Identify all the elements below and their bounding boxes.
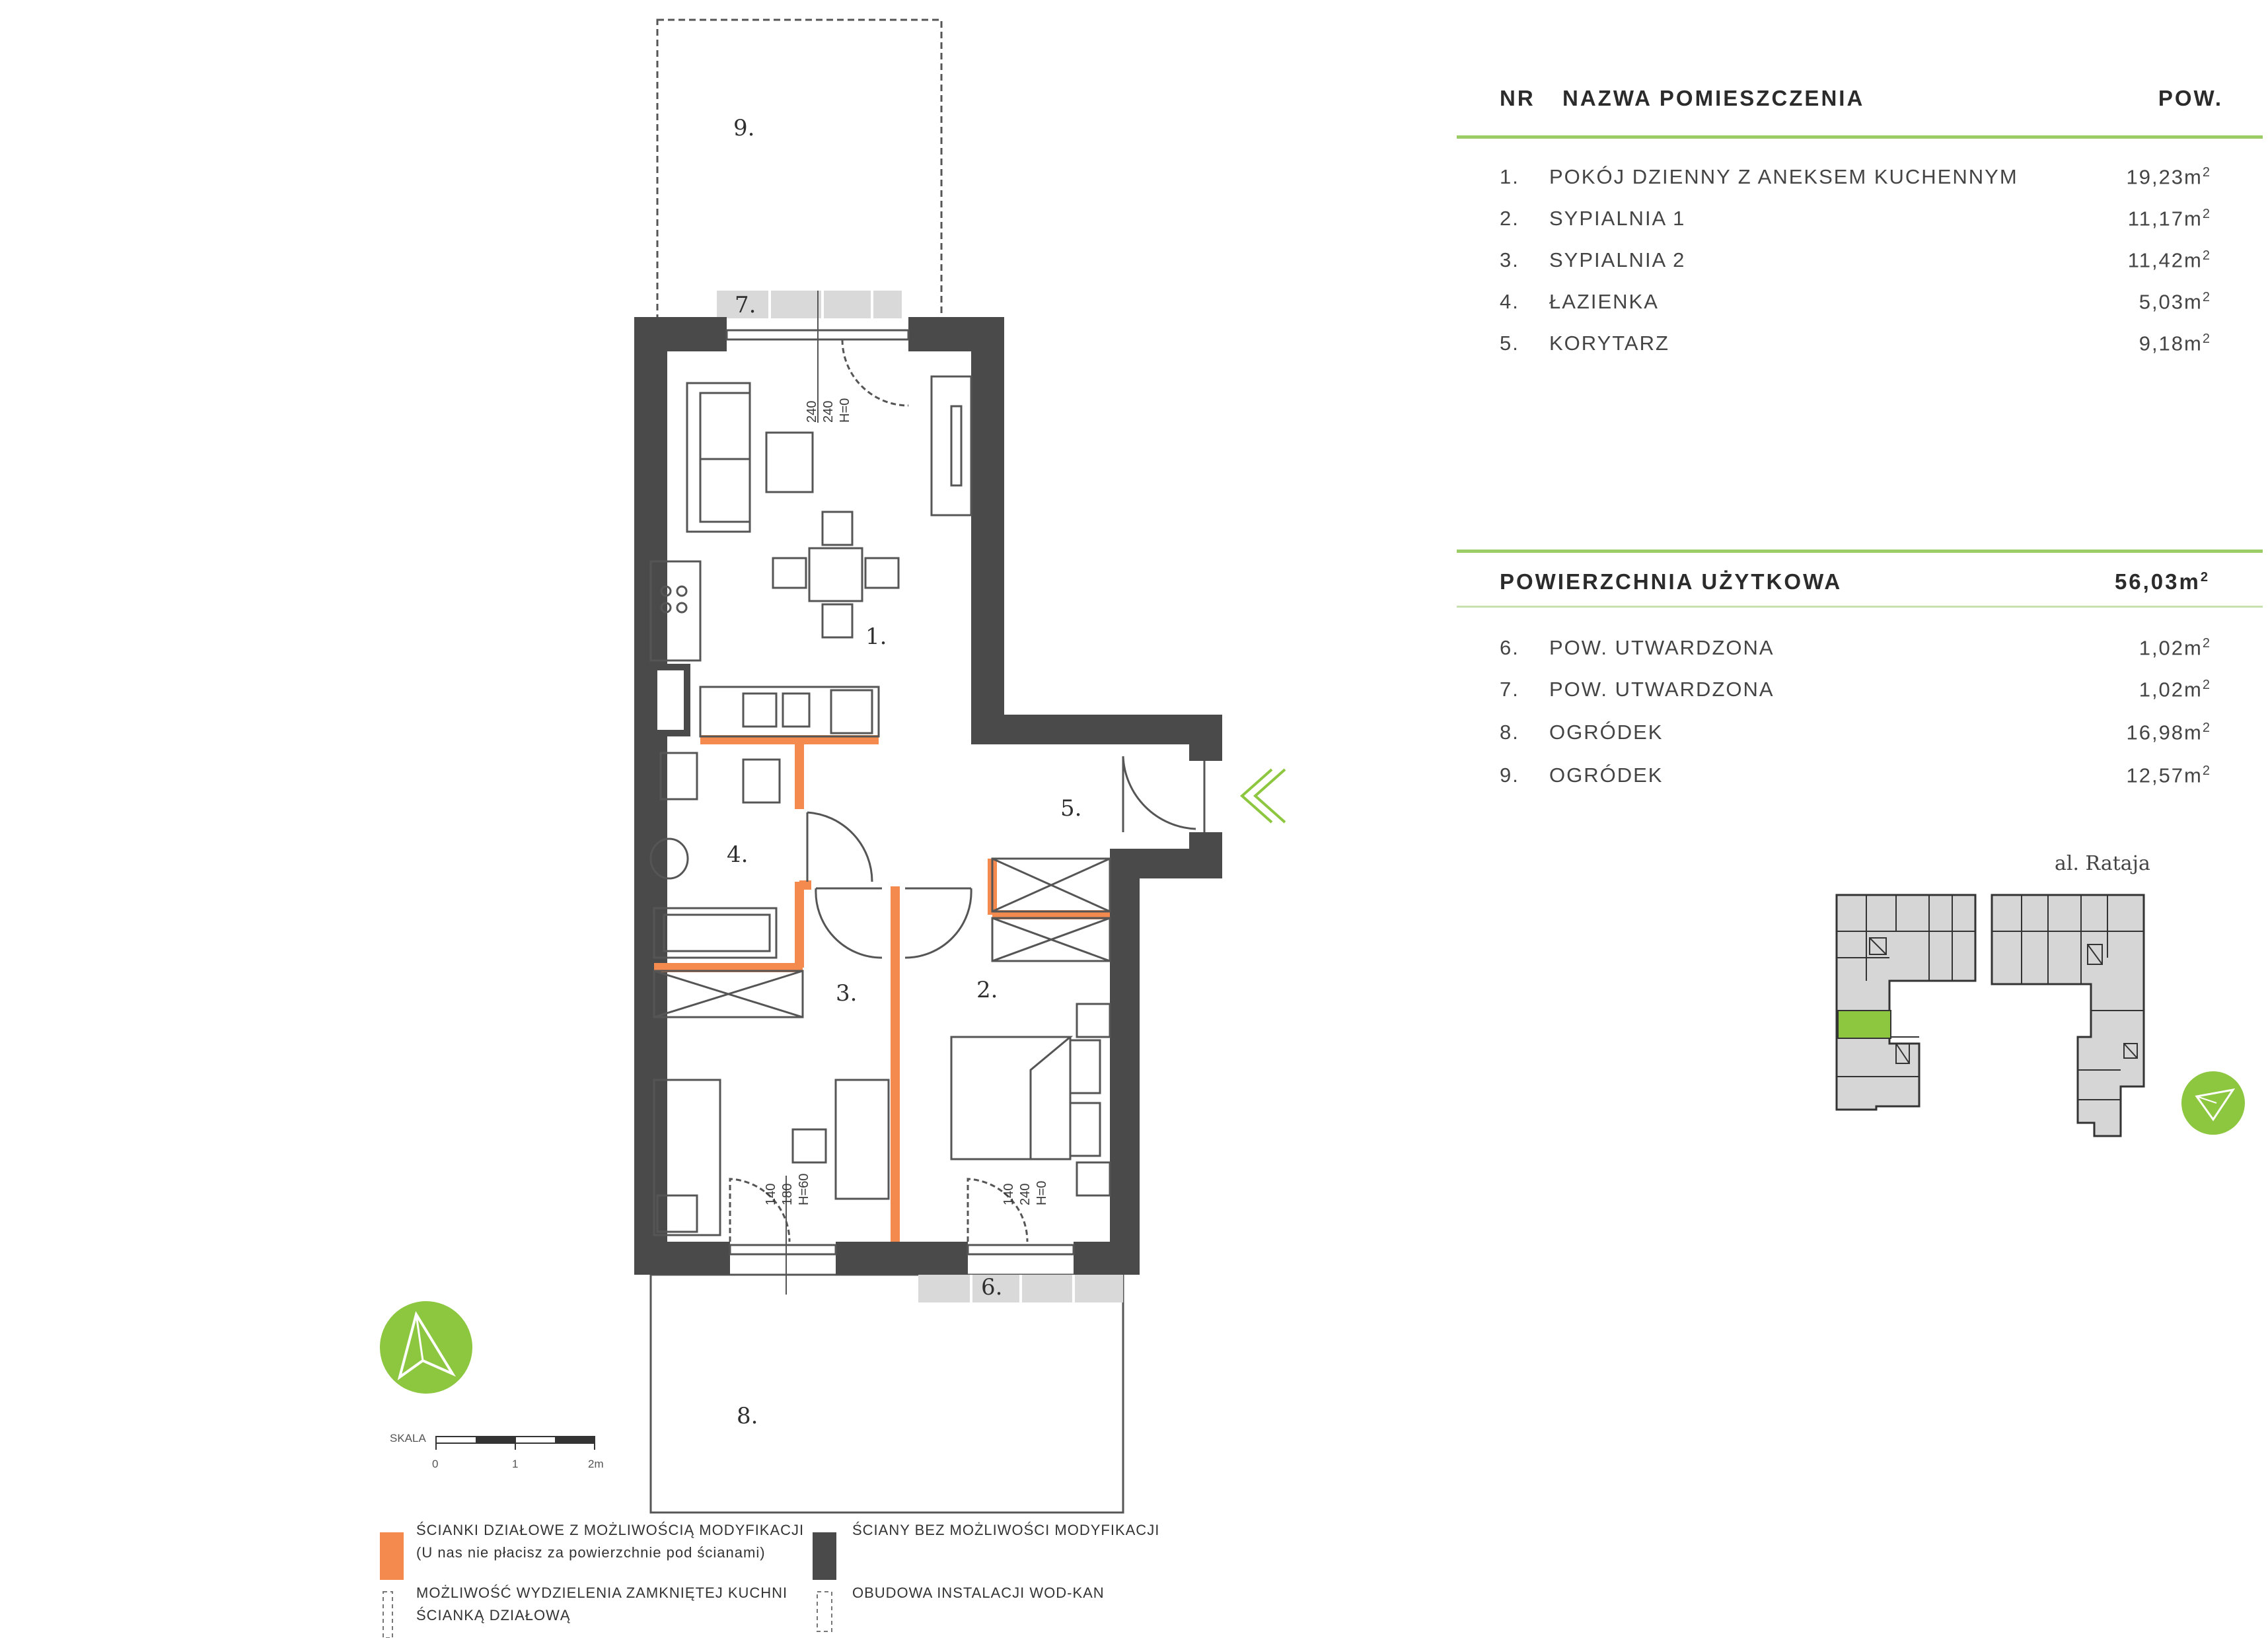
room-row: 1.POKÓJ DZIENNY Z ANEKSEM KUCHENNYM 19,2… <box>1500 165 2210 189</box>
scale-tick-2: 2m <box>588 1458 604 1470</box>
room-row: 2.SYPIALNIA 1 11,17m2 <box>1500 207 2210 231</box>
room-label-8: 8. <box>737 1403 758 1429</box>
window-dims-bottom-right: 140 240 H=0 <box>1002 1181 1049 1205</box>
svg-text:180: 180 <box>780 1184 795 1205</box>
coffee-table <box>765 431 814 493</box>
outdoor-row: 8.OGRÓDEK 16,98m2 <box>1500 721 2210 744</box>
header-divider <box>1457 135 2263 139</box>
total-divider-top <box>1457 550 2263 553</box>
scale-tick-1: 1 <box>512 1458 519 1470</box>
room-row: 3.SYPIALNIA 2 11,42m2 <box>1500 248 2210 272</box>
header-nr: NR <box>1500 86 1535 110</box>
window-dims-bottom-left: 140 180 H=60 <box>764 1174 811 1295</box>
legend-swatch-installation <box>817 1591 832 1632</box>
north-arrow-icon <box>380 1301 472 1394</box>
street-label: al. Rataja <box>2055 852 2150 875</box>
svg-text:H=60: H=60 <box>797 1174 811 1205</box>
legend-swatch-fixed <box>813 1532 836 1580</box>
kitchen-counter-bottom <box>699 686 880 738</box>
bathtub <box>653 907 778 959</box>
total-divider-bottom <box>1457 606 2263 608</box>
svg-text:240: 240 <box>1018 1184 1033 1205</box>
window-dims-top: 240 240 H=0 <box>805 291 852 423</box>
legend-fixed-walls: ŚCIANY BEZ MOŻLIWOŚCI MODYFIKACJI <box>852 1522 1160 1538</box>
floor-plan: 240 240 H=0 140 180 H=60 140 240 H=0 <box>380 18 1286 1638</box>
entrance-arrow-icon <box>1239 768 1286 824</box>
room-label-2: 2. <box>976 977 998 1003</box>
outdoor-row: 9.OGRÓDEK 12,57m2 <box>1500 764 2210 787</box>
outdoor-row: 6.POW. UTWARDZONA 1,02m2 <box>1500 636 2210 660</box>
room-label-4: 4. <box>727 841 748 868</box>
legend-swatch-kitchen <box>383 1591 393 1638</box>
modifiable-walls <box>654 735 1110 1242</box>
header-area: POW. <box>2158 86 2223 110</box>
site-plan <box>1835 894 2245 1137</box>
paved-area-7 <box>717 291 902 318</box>
scale-tick-0: 0 <box>432 1458 439 1470</box>
scale-label: SKALA <box>390 1432 426 1444</box>
furniture <box>649 375 1111 1236</box>
svg-text:140: 140 <box>1002 1184 1016 1205</box>
garden-9-outline <box>656 18 943 332</box>
garden-8-outline <box>649 1273 1124 1514</box>
room-label-7: 7. <box>735 292 756 318</box>
kitchen-counter-left <box>649 560 702 662</box>
bed-bedroom-3 <box>653 1079 721 1236</box>
room-row: 4.ŁAZIENKA 5,03m2 <box>1500 290 2210 314</box>
tv-cabinet <box>930 375 972 516</box>
legend-swatch-modifiable <box>380 1532 404 1580</box>
wardrobe-bedroom-2 <box>991 857 1111 913</box>
room-label-6: 6. <box>981 1274 1002 1300</box>
wardrobe-bedroom-3 <box>653 970 804 1018</box>
washing-machine <box>659 752 698 801</box>
legend-installation: OBUDOWA INSTALACJI WOD-KAN <box>852 1585 1105 1601</box>
sofa <box>686 382 751 533</box>
svg-text:240: 240 <box>821 401 836 423</box>
header-name: NAZWA POMIESZCZENIA <box>1562 86 1865 110</box>
washbasin <box>649 837 689 880</box>
room-label-1: 1. <box>865 623 887 650</box>
svg-text:H=0: H=0 <box>1035 1181 1049 1205</box>
room-label-9: 9. <box>733 115 754 141</box>
paved-area-6 <box>918 1275 1123 1302</box>
room-label-3: 3. <box>836 980 857 1007</box>
bed-bedroom-2 <box>950 1036 1072 1160</box>
svg-text:140: 140 <box>764 1184 778 1205</box>
legend-closed-kitchen: MOŻLIWOŚĆ WYDZIELENIA ZAMKNIĘTEJ KUCHNI … <box>416 1585 788 1623</box>
room-row: 5.KORYTARZ 9,18m2 <box>1500 332 2210 355</box>
desk <box>834 1079 890 1200</box>
legend-modifiable-walls: ŚCIANKI DZIAŁOWE Z MOŻLIWOŚCIĄ MODYFIKAC… <box>416 1522 805 1561</box>
toilet <box>742 758 781 804</box>
doors <box>729 338 1196 1242</box>
scale-bar <box>435 1436 595 1450</box>
dining-table <box>808 547 863 602</box>
site-apartment-highlight <box>1837 1010 1891 1039</box>
svg-text:H=0: H=0 <box>838 398 852 423</box>
outdoor-row: 7.POW. UTWARDZONA 1,02m2 <box>1500 678 2210 701</box>
svg-text:240: 240 <box>805 401 819 423</box>
site-north-arrow-icon <box>2181 1071 2245 1135</box>
fixed-walls <box>634 317 1222 1275</box>
room-label-5: 5. <box>1060 795 1081 822</box>
